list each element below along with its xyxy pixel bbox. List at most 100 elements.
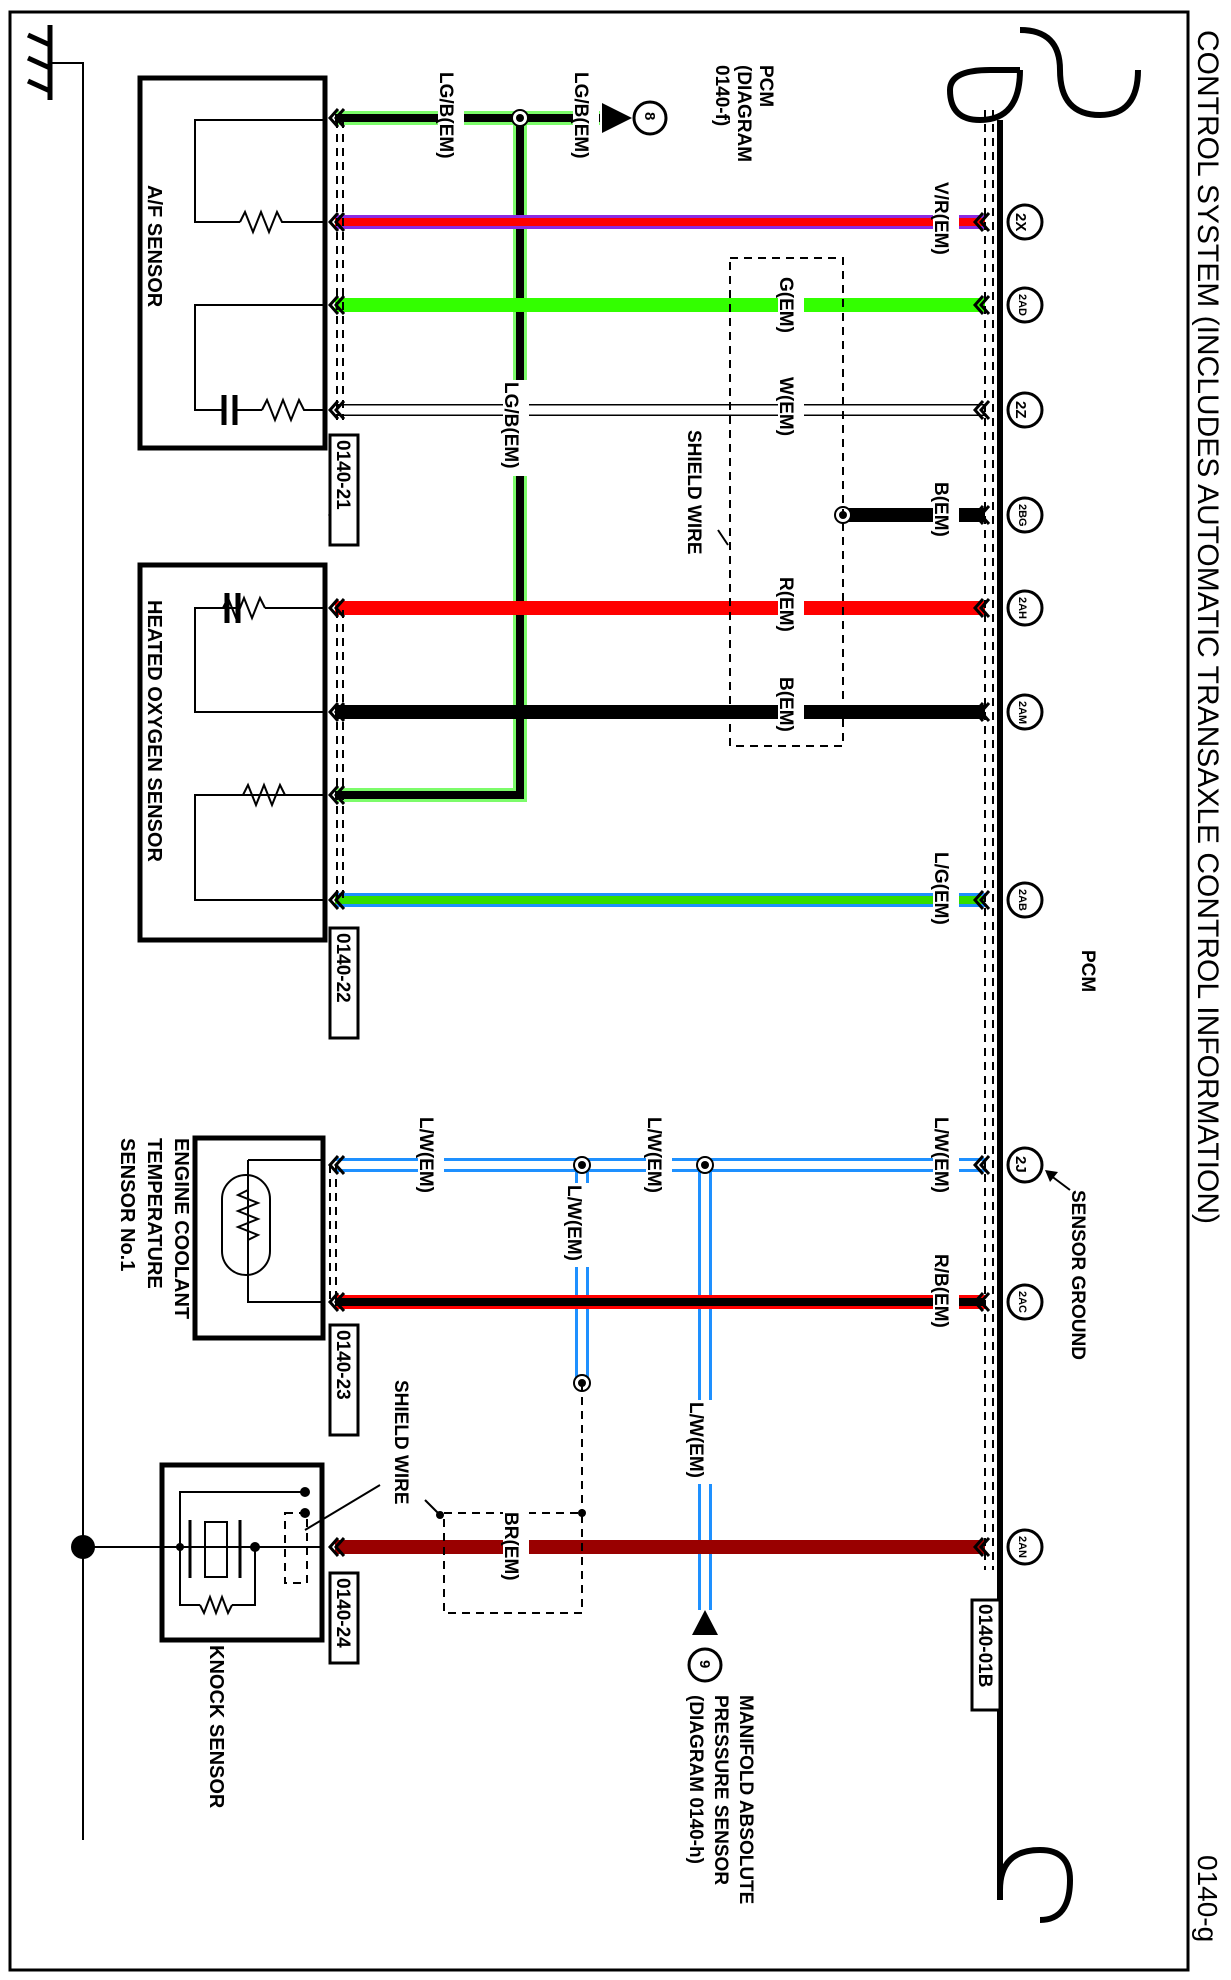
shield-box-upper: SHIELD WIRE xyxy=(683,257,844,747)
page-id: 0140-g xyxy=(1192,1855,1223,1942)
ho2s-sensor xyxy=(137,562,344,943)
svg-text:0140-21: 0140-21 xyxy=(332,440,353,510)
pin-label: 2AM xyxy=(1016,701,1028,724)
wire-label-lw-drop2: L/W(EM) xyxy=(685,1402,706,1478)
wire-label-bg xyxy=(573,70,599,166)
pin-2BG xyxy=(1006,496,1044,534)
wire-label-r: R(EM) xyxy=(775,577,796,632)
connector-chevron xyxy=(972,505,991,525)
svg-text:(DIAGRAM 0140-h): (DIAGRAM 0140-h) xyxy=(685,1695,706,1864)
wire-label-g: G(EM) xyxy=(775,277,796,333)
pin-label: 2Z xyxy=(1012,401,1029,419)
wires xyxy=(327,108,991,1610)
wire-label-lgb-top: LG/B(EM) xyxy=(570,72,591,159)
sensor-ground-label: SENSOR GROUND xyxy=(1067,1190,1088,1360)
connector-chevron xyxy=(327,400,346,420)
shield-box-lower: SHIELD WIRE xyxy=(304,1380,586,1614)
svg-text:9: 9 xyxy=(696,1660,713,1668)
shield-wire-label-upper: SHIELD WIRE xyxy=(683,430,704,555)
wire-label-bg xyxy=(438,70,464,166)
wire-label-bg xyxy=(503,1510,529,1582)
connector-chevron xyxy=(327,108,346,128)
pcm-connector-shield xyxy=(984,110,994,1570)
pin-label: 2AD xyxy=(1016,294,1028,316)
svg-text:PRESSURE SENSOR: PRESSURE SENSOR xyxy=(710,1695,731,1885)
pin-label: 2AC xyxy=(1016,1291,1028,1313)
page-frame xyxy=(8,10,1190,1972)
connector-chevron xyxy=(972,1155,991,1175)
svg-text:TEMPERATURE: TEMPERATURE xyxy=(143,1138,165,1289)
ect-sensor xyxy=(192,1135,337,1341)
wire-lgb-drop xyxy=(335,118,524,799)
wire-label-bg xyxy=(933,180,959,264)
knock-sensor-label: KNOCK SENSOR xyxy=(205,1645,227,1809)
wire-label-b-shield: B(EM) xyxy=(930,482,951,537)
af-sensor-label: A/F SENSOR xyxy=(143,185,165,308)
pin-label: 2J xyxy=(1012,1156,1029,1173)
connector-chevron xyxy=(972,212,991,232)
pin-label: 2AB xyxy=(1016,889,1028,911)
wire-label-bg xyxy=(778,375,804,435)
wire-label-b: B(EM) xyxy=(775,677,796,732)
wire-label-bg xyxy=(933,1115,959,1199)
connector-chevron xyxy=(327,1537,346,1557)
wire-label-bg xyxy=(933,850,959,934)
wire-labels: LG/B(EM)LG/B(EM)LG/B(EM)V/R(EM)G(EM)W(EM… xyxy=(415,70,959,1582)
pin-2J xyxy=(1006,1146,1044,1184)
wire-label-bg xyxy=(566,1183,592,1267)
pin-label: 2AH xyxy=(1016,597,1028,619)
pin-2AH xyxy=(1006,589,1044,627)
pcm-connector-ref: 0140-01B xyxy=(970,1598,1002,1712)
shield-wire-label-lower: SHIELD WIRE xyxy=(390,1380,411,1505)
wire-label-lg: L/G(EM) xyxy=(930,852,951,925)
splice-point-dot xyxy=(516,114,524,122)
wire-label-rb: R/B(EM) xyxy=(930,1254,951,1328)
wire-label-lw-drop1: L/W(EM) xyxy=(563,1185,584,1261)
svg-text:0140-22: 0140-22 xyxy=(332,933,353,1003)
af-sensor xyxy=(137,75,344,451)
connector-chevron xyxy=(972,400,991,420)
wire-label-lw-pcm: L/W(EM) xyxy=(930,1117,951,1193)
connector-chevron xyxy=(972,1537,991,1557)
knock-connector-ref: 0140-24 xyxy=(328,1571,360,1665)
pin-2AM xyxy=(1006,693,1044,731)
wire-label-lw-mid: L/W(EM) xyxy=(643,1117,664,1193)
wire-label-lw-ect: L/W(EM) xyxy=(415,1117,436,1193)
knock-sensor xyxy=(83,1462,325,1643)
connector-chevron xyxy=(972,1292,991,1312)
wire-label-lgb-top: LG/B(EM) xyxy=(435,72,456,159)
pin-2Z xyxy=(1006,391,1044,429)
pin-2X xyxy=(1006,203,1044,241)
page-title: CONTROL SYSTEM (INCLUDES AUTOMATIC TRANS… xyxy=(1191,30,1224,1224)
splice-point-dot xyxy=(701,1161,709,1169)
sensor-ground-annotation: SENSOR GROUND xyxy=(1045,1170,1088,1360)
wire-label-lgb-drop: LG/B(EM) xyxy=(500,382,521,469)
wire-label-bg xyxy=(778,575,804,635)
svg-text:MANIFOLD ABSOLUTE: MANIFOLD ABSOLUTE xyxy=(735,1695,756,1904)
pcm-label: PCM xyxy=(1077,950,1098,992)
pin-2AN xyxy=(1006,1528,1044,1566)
connector-chevron xyxy=(327,890,346,910)
wire-label-bg xyxy=(933,1252,959,1336)
ect-sensor-label: ENGINE COOLANT TEMPERATURE SENSOR No.1 xyxy=(116,1138,192,1319)
connector-chevron xyxy=(327,598,346,618)
wire-label-bg xyxy=(688,1400,714,1484)
pin-2AC xyxy=(1006,1283,1044,1321)
svg-text:ENGINE COOLANT: ENGINE COOLANT xyxy=(170,1138,192,1319)
wire-label-br: BR(EM) xyxy=(500,1512,521,1581)
connector-chevron xyxy=(972,295,991,315)
pin-label: 2AN xyxy=(1016,1536,1028,1558)
offpage-connector-9: 9 MANIFOLD ABSOLUTE PRESSURE SENSOR (DIA… xyxy=(685,1610,756,1904)
af-sensor-connector-ref: 0140-21 xyxy=(328,433,360,547)
pin-2AB xyxy=(1006,881,1044,919)
svg-text:0140-01B: 0140-01B xyxy=(974,1604,995,1687)
wire-label-bg xyxy=(778,675,804,735)
wire-label-bg xyxy=(503,380,529,476)
ground-icon xyxy=(26,25,84,1840)
svg-text:PCM: PCM xyxy=(755,65,776,107)
splice-point-dot xyxy=(578,1161,586,1169)
ect-connector-ref: 0140-23 xyxy=(328,1323,360,1437)
wire-label-bg xyxy=(418,1115,444,1199)
pin-label: 2X xyxy=(1012,213,1029,231)
